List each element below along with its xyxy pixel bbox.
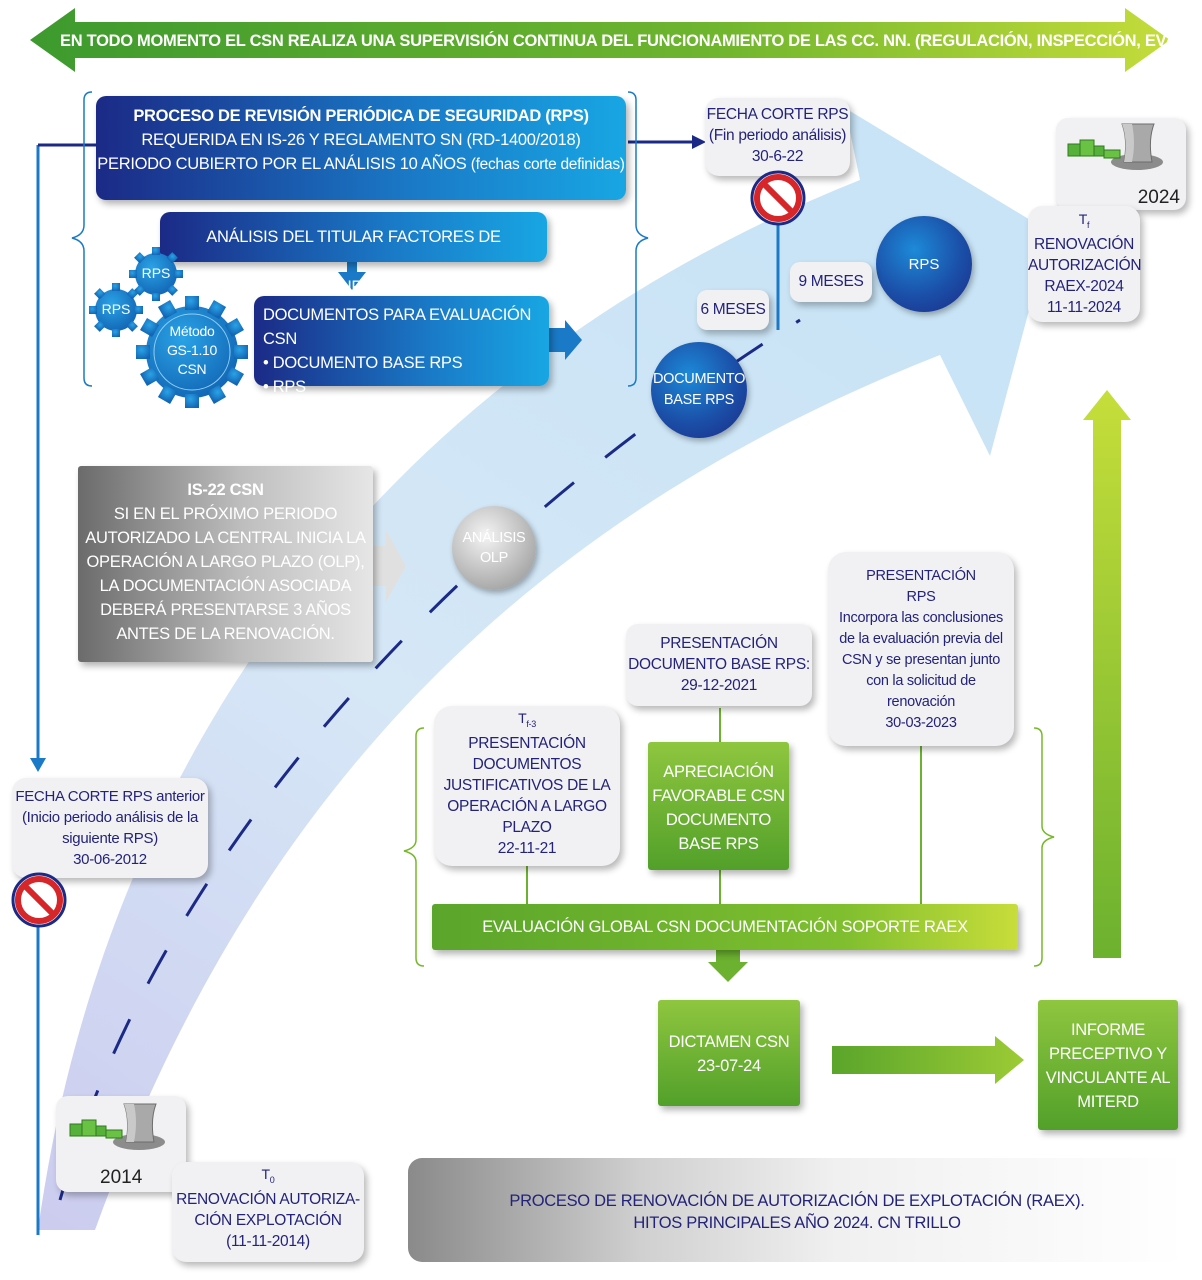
stop-sign-icon xyxy=(750,170,806,226)
fecha-corte-title: FECHA CORTE RPS xyxy=(706,106,849,123)
nueve-meses-label: 9 MESES xyxy=(790,262,872,302)
banner-arrow-shape xyxy=(30,8,1170,72)
rps-circle: RPS xyxy=(876,216,972,312)
fecha-corte-box: FECHA CORTE RPS (Fin periodo análisis) 3… xyxy=(705,98,850,176)
fecha-corte-anterior-box: FECHA CORTE RPS anterior (Inicio periodo… xyxy=(12,778,208,878)
renovacion-2014-box: T0 RENOVACIÓN AUTORIZA- CIÓN EXPLOTACIÓN… xyxy=(172,1162,364,1262)
renovacion-2024-l4: 11-11-2024 xyxy=(1047,298,1121,316)
renovacion-2024-l2: AUTORIZACIÓN xyxy=(1028,256,1142,274)
nuclear-plant-icon-2024 xyxy=(1067,123,1163,170)
rps-process-box: PROCESO DE REVISIÓN PERIÓDICA DE SEGURID… xyxy=(96,96,626,200)
documentos-title: DOCUMENTOS PARA EVALUACIÓN CSN xyxy=(263,306,532,348)
supervision-banner: EN TODO MOMENTO EL CSN REALIZA UNA SUPER… xyxy=(60,32,1202,50)
green-left-brace xyxy=(403,727,425,967)
fecha-corte-date: 30-6-22 xyxy=(751,148,804,165)
fecha-corte-sub: (Fin periodo análisis) xyxy=(708,127,847,144)
timeline-big-arrow xyxy=(38,108,1050,1230)
rps-process-title: PROCESO DE REVISIÓN PERIÓDICA DE SEGURID… xyxy=(133,107,589,125)
documentos-item-base: • DOCUMENTO BASE RPS xyxy=(263,354,463,372)
renovacion-2024-l3: RAEX-2024 xyxy=(1044,277,1124,295)
gears-icon xyxy=(89,247,248,408)
is22-title: IS-22 CSN xyxy=(187,481,264,499)
documentos-item-rps: • RPS xyxy=(263,378,306,396)
rps-process-line2: REQUERIDA EN IS-26 Y REGLAMENTO SN (RD-1… xyxy=(141,131,581,149)
stop-sign-icon-2012 xyxy=(11,872,67,928)
renovacion-2024-t: Tf xyxy=(1078,211,1090,230)
analisis-titular-box: ANÁLISIS DEL TITULAR FACTORES DE SEGURID… xyxy=(160,212,547,296)
green-right-brace xyxy=(1033,727,1055,967)
footer-caption: PROCESO DE RENOVACIÓN DE AUTORIZACIÓN DE… xyxy=(408,1158,1186,1262)
presentacion-doc-base-box: PRESENTACIÓN DOCUMENTO BASE RPS: 29-12-2… xyxy=(626,624,812,706)
evaluacion-global-bar: EVALUACIÓN GLOBAL CSN DOCUMENTACIÓN SOPO… xyxy=(432,904,1018,950)
rps-process-line3: PERIODO CUBIERTO POR EL ANÁLISIS 10 AÑOS… xyxy=(97,155,625,173)
right-brace xyxy=(627,91,649,387)
gear-label-rps-left: RPS xyxy=(101,301,131,317)
renovacion-2024-box: Tf RENOVACIÓN AUTORIZACIÓN RAEX-2024 11-… xyxy=(1028,206,1142,322)
footer-line1: PROCESO DE RENOVACIÓN DE AUTORIZACIÓN DE… xyxy=(509,1192,1085,1210)
left-brace xyxy=(71,91,93,387)
footer-line2: HITOS PRINCIPALES AÑO 2024. CN TRILLO xyxy=(633,1214,961,1232)
renovacion-2024-l1: RENOVACIÓN xyxy=(1033,235,1135,253)
seis-meses-label: 6 MESES xyxy=(697,290,769,330)
documentos-evaluacion-box: DOCUMENTOS PARA EVALUACIÓN CSN • DOCUMEN… xyxy=(254,296,549,396)
year-2024: 2024 xyxy=(1137,187,1180,208)
nuclear-plant-icon-2014 xyxy=(69,1103,165,1150)
gear-label-rps-top: RPS xyxy=(141,265,171,281)
year-2014: 2014 xyxy=(100,1167,143,1188)
